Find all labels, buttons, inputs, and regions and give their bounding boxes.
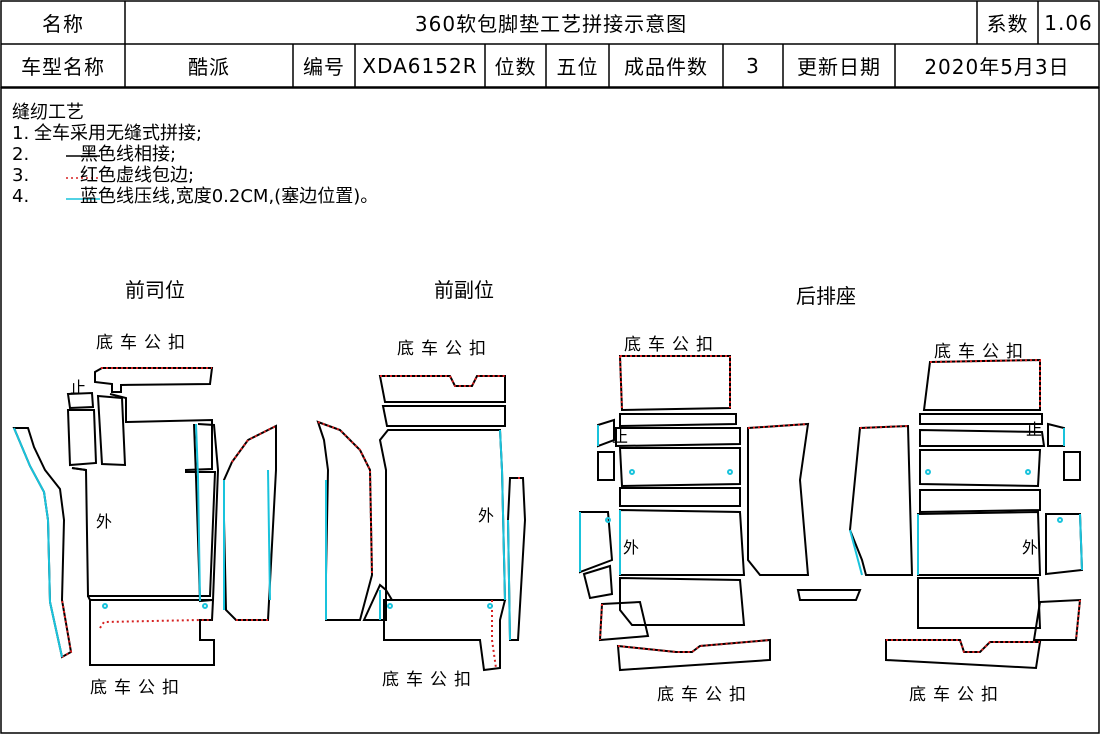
- code-value: XDA6152R: [362, 53, 478, 78]
- rear-clip-top-right: 底车公扣: [934, 342, 1030, 362]
- rear-outer-right: 外: [1022, 538, 1039, 557]
- name-label: 名称: [42, 12, 84, 36]
- driver-stop-mark: 止: [70, 378, 87, 397]
- rear-right-pattern: [848, 358, 1084, 670]
- coef-label: 系数: [986, 12, 1029, 36]
- note-item-2: 2. 黑色线相接;: [12, 144, 177, 165]
- note-item-3: 3. 红色虚线包边;: [12, 165, 195, 186]
- driver-outer-mark: 外: [96, 512, 113, 531]
- count-value: 3: [746, 53, 760, 78]
- driver-press: [13, 423, 271, 658]
- rear-right-press: [849, 428, 1083, 576]
- passenger-hem: [317, 375, 523, 669]
- date-label: 更新日期: [797, 55, 881, 79]
- rear-left-press: [579, 425, 733, 575]
- driver-hem: [61, 367, 277, 658]
- rear-outer-left: 外: [623, 538, 640, 557]
- passenger-outer-mark: 外: [478, 506, 495, 525]
- note-item-4: 4. 蓝色线压线,宽度0.2CM,(塞边位置)。: [12, 186, 379, 207]
- rear-left-pattern: [579, 355, 862, 672]
- rear-clip-bottom-left: 底车公扣: [657, 685, 753, 705]
- count-label: 成品件数: [624, 55, 708, 79]
- coef-value: 1.06: [1044, 10, 1093, 35]
- model-label: 车型名称: [21, 55, 105, 79]
- legend-lines: [66, 155, 100, 200]
- model-value: 酷派: [188, 55, 230, 79]
- rear-clip-top-left: 底车公扣: [624, 335, 720, 355]
- page-title: 360软包脚垫工艺拼接示意图: [414, 12, 688, 36]
- rear-stop-right: 止: [1026, 420, 1043, 439]
- seats-label: 位数: [494, 55, 537, 79]
- rear-title: 后排座: [796, 284, 856, 308]
- driver-clip-top: 底车公扣: [96, 333, 192, 353]
- date-value: 2020年5月3日: [924, 55, 1070, 79]
- passenger-clip-bottom: 底车公扣: [382, 670, 478, 690]
- driver-title: 前司位: [125, 278, 185, 302]
- passenger-press: [325, 429, 511, 641]
- passenger-title: 前副位: [434, 278, 494, 302]
- seats-value: 五位: [556, 55, 599, 79]
- notes-title: 缝纫工艺: [12, 102, 84, 123]
- rear-stop-left: 止: [612, 427, 629, 446]
- passenger-clip-top: 底车公扣: [397, 339, 493, 359]
- note-item-1: 1. 全车采用无缝式拼接;: [12, 123, 203, 144]
- driver-clip-bottom: 底车公扣: [90, 678, 186, 698]
- rear-left-hem: [599, 355, 809, 653]
- code-label: 编号: [303, 55, 345, 79]
- sewing-notes: 缝纫工艺 1. 全车采用无缝式拼接; 2. 黑色线相接; 3. 红色虚线包边; …: [12, 102, 378, 207]
- rear-right-hem: [859, 358, 1081, 653]
- rear-clip-bottom-right: 底车公扣: [909, 685, 1005, 705]
